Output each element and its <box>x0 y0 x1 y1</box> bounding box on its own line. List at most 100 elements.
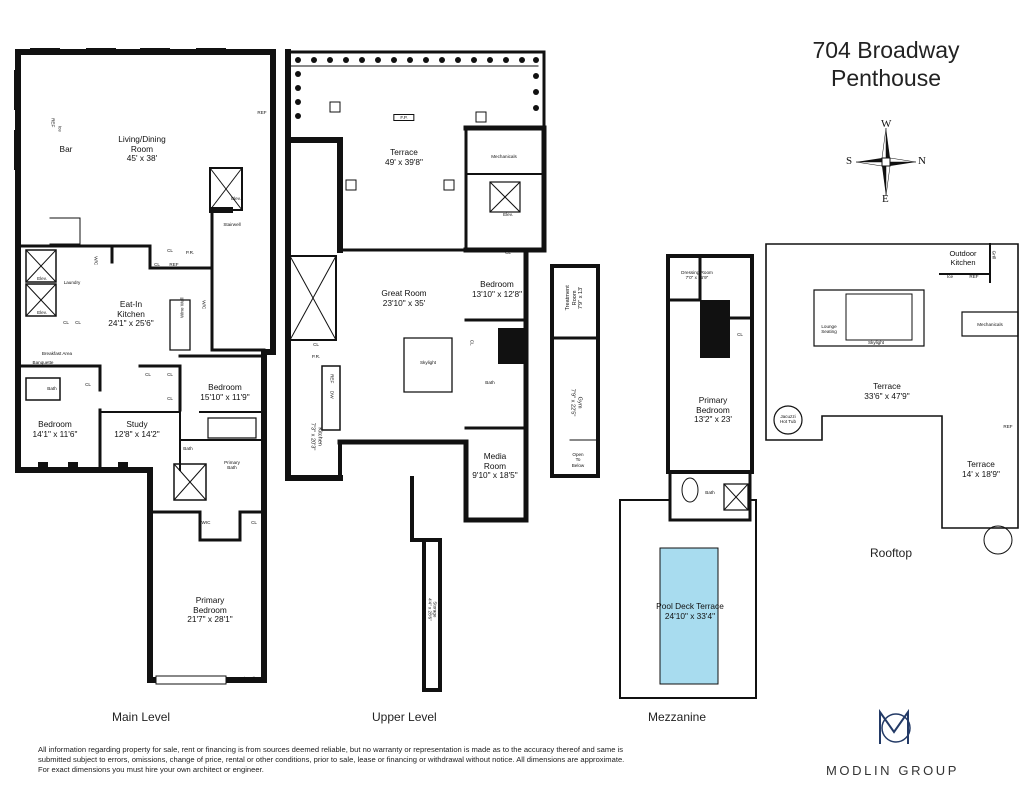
room-dims: 13'2" x 23' <box>694 414 732 425</box>
mezzanine-walls <box>619 254 757 699</box>
room-dims: 9'10" x 18'5" <box>472 470 518 481</box>
room-name: Terrace <box>390 147 418 157</box>
gym-label: Gym 7'9" x 22'5" <box>569 388 583 417</box>
terrace-roof-big-label: Terrace 33'6" x 47'9" <box>864 381 910 401</box>
mezzanine-label: Mezzanine <box>648 710 707 724</box>
kitchen-upper-label: Kitchen 7'3" x 20'3" <box>309 423 323 451</box>
ref-pr-label: REF <box>169 262 179 267</box>
title-line-2: Penthouse <box>831 65 941 91</box>
room-name: Gym <box>576 396 583 409</box>
banquette-label: Banquette <box>32 360 54 365</box>
cl-a-label: CL <box>63 320 69 325</box>
disclaimer-line-2: submitted subject to errors, omissions, … <box>38 755 625 765</box>
room-dims: 45' x 38' <box>126 153 158 164</box>
terrace-planter-boxes <box>329 101 487 191</box>
wc-laundry-label: W/C <box>93 256 99 266</box>
bath-mezz-label: Bath <box>705 490 715 495</box>
elev-main-label: Elev. <box>231 196 241 201</box>
breakfast-label: Breakfast Area <box>41 351 73 356</box>
room-dims: 14' x 18'9" <box>962 468 1000 479</box>
lounge-label: Lounge Seating <box>821 324 837 335</box>
skylight-upper-label: Skylight <box>419 360 437 365</box>
cl-primary-label: CL <box>251 520 257 525</box>
room-name: Great Room <box>381 288 427 298</box>
terrace-upper-label: Terrace 49' x 39'8" <box>385 147 423 167</box>
wine-wall-label: Wine Wall <box>179 297 185 318</box>
primary-bath-label: Primary Bath <box>224 460 240 471</box>
skylight-roof-label: Skylight <box>867 340 885 345</box>
room-dims: 21'7" x 28'1" <box>187 614 233 625</box>
cl-mezz-label: CL <box>737 332 743 337</box>
compass-e-label: E <box>882 193 889 205</box>
room-dims: 49' x 39'8" <box>385 156 423 167</box>
open-below-label: Open To Below <box>571 452 585 468</box>
compass-w-label: W <box>881 118 892 130</box>
stairwell-main-label: Stairwell <box>223 222 241 227</box>
upper-level-walls <box>285 49 547 692</box>
elev-upper-label: Elev. <box>503 212 513 217</box>
upper-elevator-crosses <box>289 181 521 341</box>
terrace-planter-dots <box>295 57 539 119</box>
title-block: 704 Broadway Penthouse <box>796 36 976 92</box>
room-dims: 13'10" x 12'8" <box>471 288 523 299</box>
compass-n-label: N <box>918 155 926 167</box>
disclaimer: All information regarding property for s… <box>38 745 758 776</box>
room-name: Primary Bedroom <box>696 395 730 415</box>
mezz-shower-cross <box>723 483 749 511</box>
mechanicals-upper-label: Mechanicals <box>491 154 517 159</box>
pr-upper-label: P.R. <box>311 354 321 359</box>
room-name: Storage <box>432 601 438 618</box>
cl-c-label: CL <box>167 248 173 253</box>
brand-name: MODLIN GROUP <box>826 763 960 778</box>
main-level-windows <box>14 48 227 685</box>
room-name: Kitchen <box>316 427 323 446</box>
grill-label: Grill <box>991 250 997 259</box>
great-room-label: Great Room 23'10" x 35' <box>381 288 427 308</box>
room-name: Bedroom <box>38 419 72 429</box>
living-dining-label: Living/Dining Room 45' x 38' <box>118 134 166 164</box>
compass-s-label: S <box>846 155 853 167</box>
room-dims: 4'4" x 28'6" <box>427 598 432 621</box>
bedroom-main-left-label: Bedroom 14'1" x 11'6" <box>32 419 78 439</box>
title-line-1: 704 Broadway <box>812 37 960 63</box>
pool-shape <box>659 547 719 685</box>
room-dims: 33'6" x 47'9" <box>864 390 910 401</box>
room-name: Terrace <box>967 459 995 469</box>
outdoor-kitchen-label: Outdoor Kitchen <box>949 249 977 267</box>
bedroom-upper-label: Bedroom 13'10" x 12'8" <box>471 279 523 299</box>
ref-right-label: REF <box>257 110 267 115</box>
room-name: Media Room <box>483 451 507 471</box>
room-dims: 7'0" x 15'9" <box>685 275 709 281</box>
terrace-roof-small-label: Terrace 14' x 18'9" <box>962 459 1000 479</box>
main-level-label: Main Level <box>112 710 171 724</box>
elev-left-top-label: Elev. <box>37 276 47 281</box>
room-dims: 14'1" x 11'6" <box>32 428 78 439</box>
bath-main-left-label: Bath <box>47 386 57 391</box>
stairwell-bottom-label: Stairwell <box>237 676 255 681</box>
room-dims: 24'10" x 33'4" <box>664 610 716 621</box>
cl-upper-bed-label: CL <box>469 339 475 346</box>
ref-main-label: REF <box>50 118 56 128</box>
room-dims: 7'9" x 22'5" <box>570 388 576 417</box>
primary-bedroom-main-label: Primary Bedroom 21'7" x 28'1" <box>187 595 233 625</box>
ice-roof-label: Ice <box>946 274 954 279</box>
dw-upper-label: DW <box>329 390 335 399</box>
gym-walls <box>550 264 600 478</box>
storage-label: Storage 4'4" x 28'6" <box>427 598 438 621</box>
wic-primary-label: WIC <box>201 520 211 525</box>
elevator-crosses <box>25 167 243 501</box>
bath-small-label: Bath <box>183 446 193 451</box>
mechanicals-roof-label: Mechanicals <box>977 322 1003 327</box>
room-name: Bedroom <box>208 382 242 392</box>
room-name: Eat-In Kitchen <box>117 299 145 319</box>
bath-upper-label: Bath <box>485 380 495 385</box>
room-name: Living/Dining Room <box>118 134 166 154</box>
eat-in-kitchen-label: Eat-In Kitchen 24'1" x 25'6" <box>108 299 154 329</box>
study-label: Study 12'8" x 14'2" <box>114 419 160 439</box>
rooftop-walls <box>765 243 1019 529</box>
cl-bath-left-label: CL <box>85 382 91 387</box>
elev-left-bot-label: Elev. <box>37 310 47 315</box>
ice-label: Ice <box>57 125 63 132</box>
room-dims: 12'8" x 14'2" <box>114 428 160 439</box>
